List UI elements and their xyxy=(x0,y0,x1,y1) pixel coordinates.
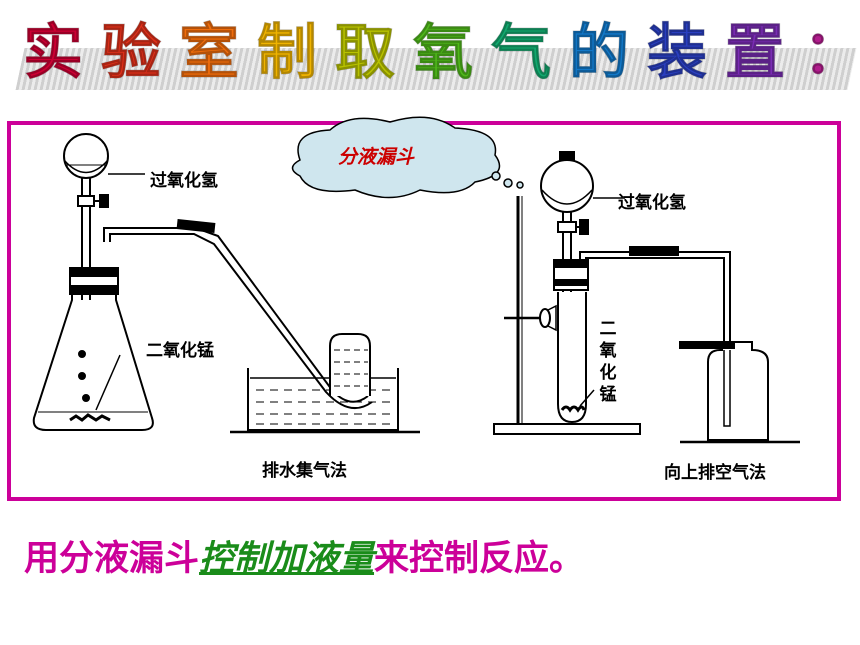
left-mno2 xyxy=(69,413,111,422)
water-trough xyxy=(247,368,399,431)
callout-label: 分液漏斗 xyxy=(338,146,415,168)
left-funnel-liquid xyxy=(63,159,109,174)
title-char: 实 xyxy=(23,18,84,89)
callout-cloud xyxy=(291,116,524,199)
title-char: 装 xyxy=(647,18,708,89)
right-test-tube xyxy=(557,292,587,424)
conclusion-prefix: 用分液漏斗 xyxy=(24,539,200,579)
conclusion-text: 用分液漏斗 控制加液量 来控制反应。 xyxy=(24,530,584,581)
title-char: 取 xyxy=(335,18,396,89)
title-char: 室 xyxy=(179,18,240,89)
label-left-mno2: 二氧化锰 xyxy=(146,341,214,361)
title-char: 制 xyxy=(257,18,318,89)
left-flask xyxy=(32,268,154,431)
title-char: 气 xyxy=(491,18,552,89)
left-apparatus xyxy=(32,133,420,434)
conclusion-suffix: 来控制反应。 xyxy=(374,539,585,579)
right-bottle xyxy=(707,341,769,441)
right-apparatus xyxy=(493,151,800,444)
label-upward-air-collection: 向上排空气法 xyxy=(664,463,766,483)
title-char: 置 xyxy=(725,18,786,89)
collection-bottle xyxy=(329,333,371,396)
label-right-mno2: 二氧化锰 xyxy=(599,319,617,405)
left-funnel-bulb xyxy=(63,133,109,179)
label-right-h2o2: 过氧化氢 xyxy=(618,193,686,213)
left-stopcock xyxy=(77,195,95,207)
title-char: 氧 xyxy=(413,18,474,89)
title-char: ： xyxy=(803,18,860,89)
title-text: 实验室制取氧气的装置： xyxy=(14,18,860,89)
page-title: 实验室制取氧气的装置： xyxy=(14,14,860,94)
label-left-h2o2: 过氧化氢 xyxy=(150,171,218,191)
label-water-collection: 排水集气法 xyxy=(262,461,347,481)
conclusion-emphasis: 控制加液量 xyxy=(199,539,375,579)
title-char: 的 xyxy=(569,18,630,89)
title-char: 验 xyxy=(101,18,162,89)
